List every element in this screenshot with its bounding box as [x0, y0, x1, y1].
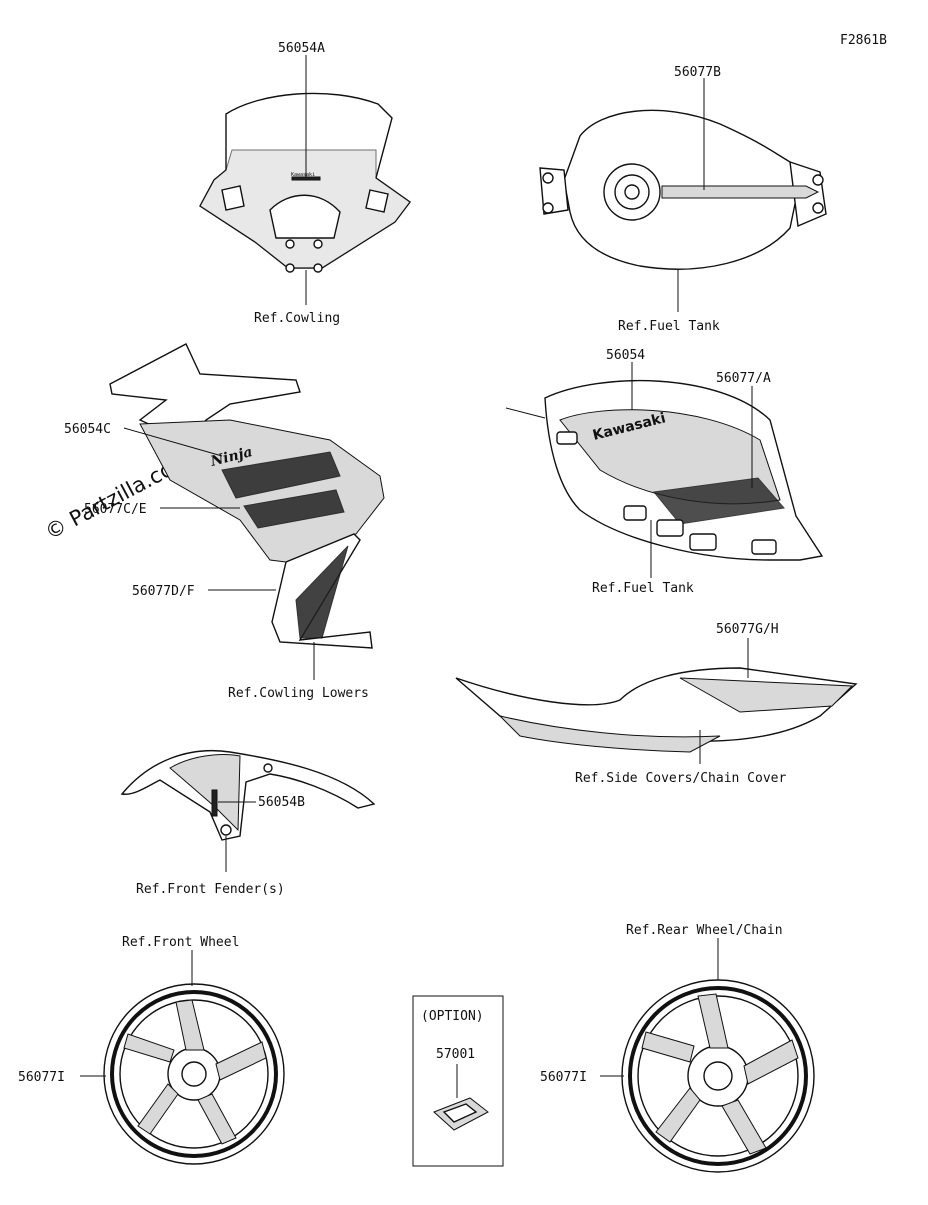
windshield-brand-decal: Kawasaki	[291, 172, 315, 178]
fuel-tank-side-part[interactable]: Kawasaki	[505, 379, 824, 561]
front-fender-part[interactable]	[120, 749, 376, 841]
label-ref-front-wheel: Ref.Front Wheel	[122, 935, 239, 950]
label-56077B: 56077B	[674, 65, 721, 80]
side-cowl-part[interactable]: Ninja	[109, 343, 385, 649]
label-56054B: 56054B	[258, 795, 305, 810]
side-cover-part[interactable]	[455, 667, 858, 753]
label-ref-side-covers: Ref.Side Covers/Chain Cover	[575, 771, 786, 786]
label-56054A: 56054A	[278, 41, 325, 56]
label-56077D-F: 56077D/F	[132, 584, 195, 599]
label-ref-fuel-tank-side: Ref.Fuel Tank	[592, 581, 694, 596]
label-ref-cowling: Ref.Cowling	[254, 311, 340, 326]
label-56077-A: 56077/A	[716, 371, 771, 386]
label-ref-front-fender: Ref.Front Fender(s)	[136, 882, 285, 897]
label-ref-fuel-tank-top: Ref.Fuel Tank	[618, 319, 720, 334]
fuel-tank-top-part[interactable]	[539, 109, 827, 270]
label-56054: 56054	[606, 348, 645, 363]
front-wheel-part[interactable]	[103, 983, 285, 1165]
label-56077C-E: 56077C/E	[84, 502, 147, 517]
option-part-57001[interactable]	[433, 1097, 489, 1131]
label-ref-cowling-lowers: Ref.Cowling Lowers	[228, 686, 369, 701]
label-57001: 57001	[436, 1047, 475, 1062]
rear-wheel-part[interactable]	[621, 979, 815, 1173]
label-56054C: 56054C	[64, 422, 111, 437]
label-option: (OPTION)	[421, 1009, 484, 1024]
label-rear-56077I: 56077I	[540, 1070, 587, 1085]
label-56077G-H: 56077G/H	[716, 622, 779, 637]
label-front-56077I: 56077I	[18, 1070, 65, 1085]
label-ref-rear-wheel: Ref.Rear Wheel/Chain	[626, 923, 783, 938]
diagram-code: F2861B	[840, 33, 887, 48]
option-box: (OPTION) 57001	[412, 995, 504, 1167]
windshield-part[interactable]: Kawasaki	[199, 92, 411, 273]
